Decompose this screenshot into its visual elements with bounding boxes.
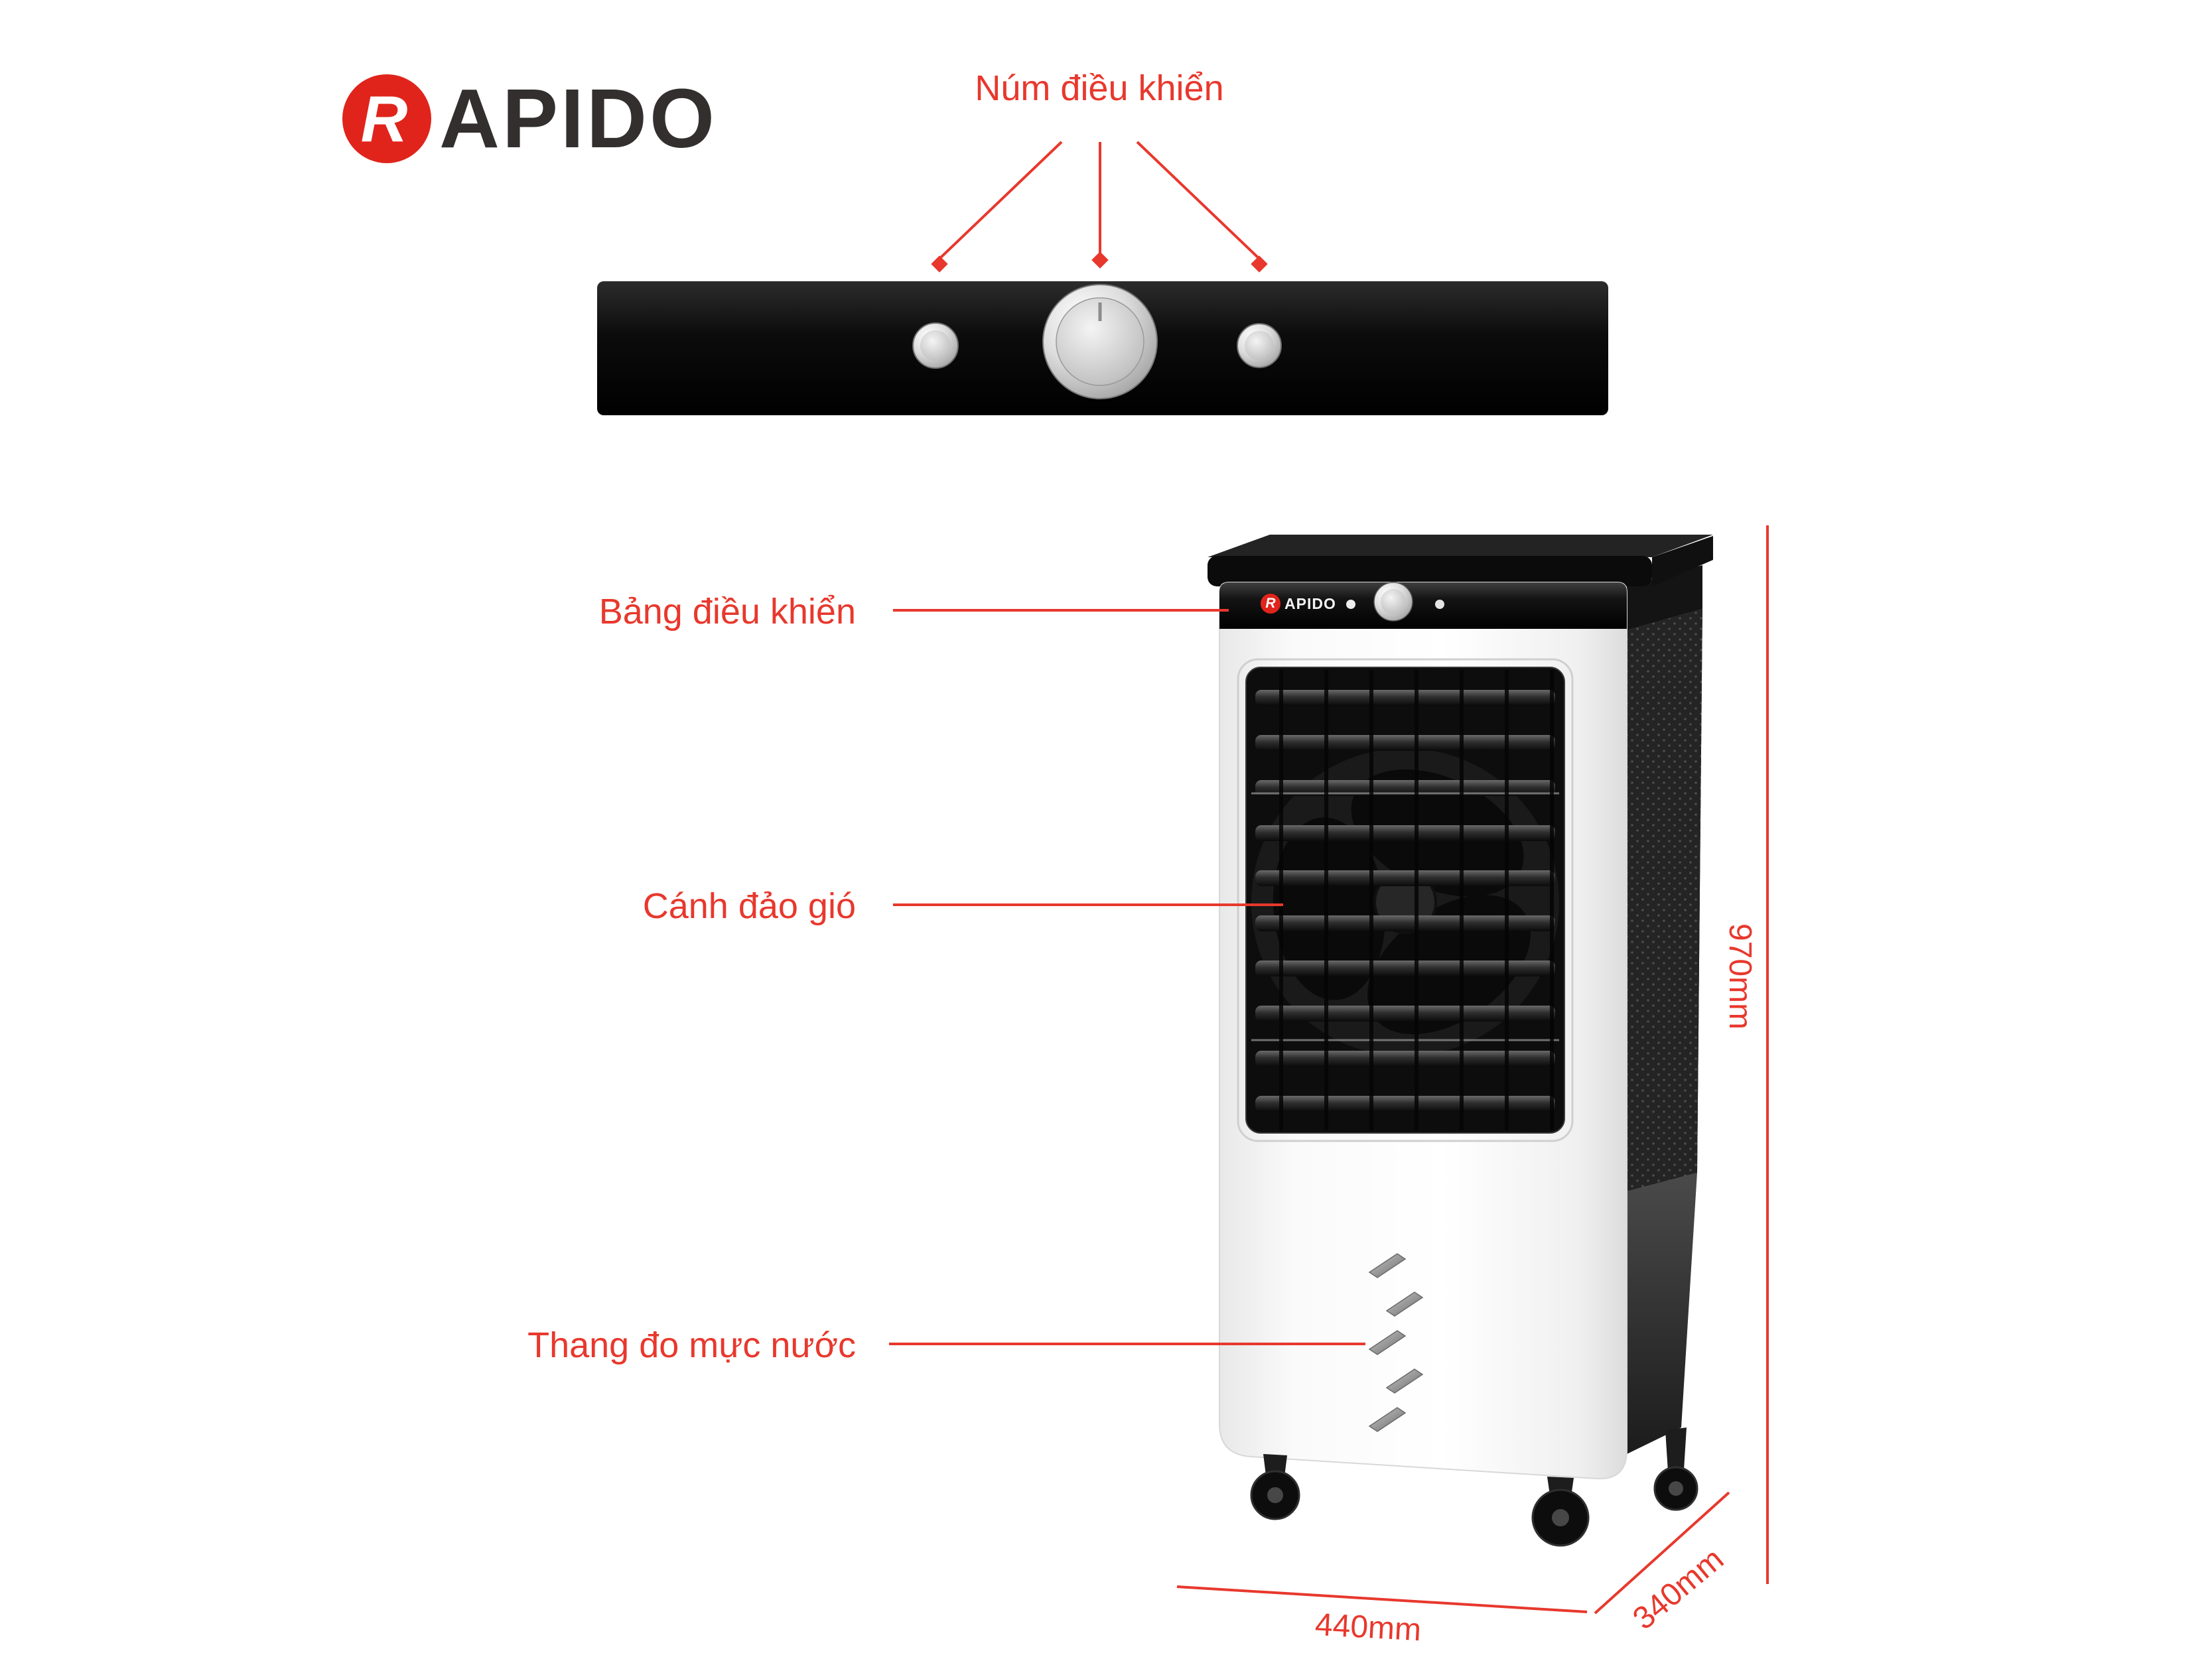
- control-bar-closeup: [597, 281, 1608, 415]
- cooler-side-mesh: [1627, 609, 1702, 1191]
- louver-slats: [1255, 690, 1555, 1112]
- panel-logo: R APIDO: [1261, 592, 1336, 616]
- height-dimension-label: 970mm: [1722, 923, 1758, 1030]
- cooler-top-cap: [1208, 556, 1652, 586]
- callout-louvers-label: Cánh đảo gió: [642, 886, 856, 926]
- cooler-side-lower: [1627, 1173, 1697, 1454]
- brand-logo-text: APIDO: [439, 72, 718, 165]
- panel-led-right: [1435, 600, 1444, 609]
- depth-dimension-line: [1594, 1491, 1730, 1615]
- panel-led-left: [1346, 600, 1355, 609]
- callout-diamond: [1091, 251, 1109, 269]
- cooler-illustration: [1208, 535, 1713, 1547]
- caster-wheels: [1250, 1427, 1698, 1547]
- width-dimension-label: 440mm: [1314, 1607, 1422, 1648]
- panel-logo-text: APIDO: [1284, 594, 1336, 612]
- front-grille: [1237, 658, 1574, 1142]
- control-knob-left: [912, 322, 959, 369]
- brand-logo-emblem-letter: R: [360, 82, 408, 155]
- callout-control-panel-label: Bảng điều khiển: [598, 592, 856, 631]
- callout-diamond: [1251, 255, 1268, 273]
- panel-knob: [1373, 582, 1413, 622]
- dimension-lines: [1176, 525, 1769, 1615]
- control-knob-center: [1042, 284, 1158, 399]
- width-dimension-line: [1176, 1585, 1588, 1613]
- knob-callout-lines: [931, 141, 1268, 273]
- grille-vertical-bars: [1279, 670, 1554, 1130]
- control-knob-right: [1237, 323, 1282, 368]
- callout-diamond: [931, 255, 948, 273]
- callout-lines: [889, 609, 1365, 1345]
- cooler-control-strip: [1219, 582, 1627, 629]
- callout-water-gauge-label: Thang đo mực nước: [527, 1325, 856, 1365]
- panel-logo-emblem-letter: R: [1265, 596, 1276, 611]
- water-level-gauge: [1368, 1253, 1424, 1432]
- brand-logo-emblem-icon: R: [342, 74, 431, 163]
- cooler-top-surface: [1208, 535, 1713, 557]
- brand-logo: R APIDO: [342, 74, 717, 163]
- callout-knob-label: Núm điều khiển: [975, 68, 1224, 108]
- panel-logo-emblem-icon: R: [1261, 594, 1280, 614]
